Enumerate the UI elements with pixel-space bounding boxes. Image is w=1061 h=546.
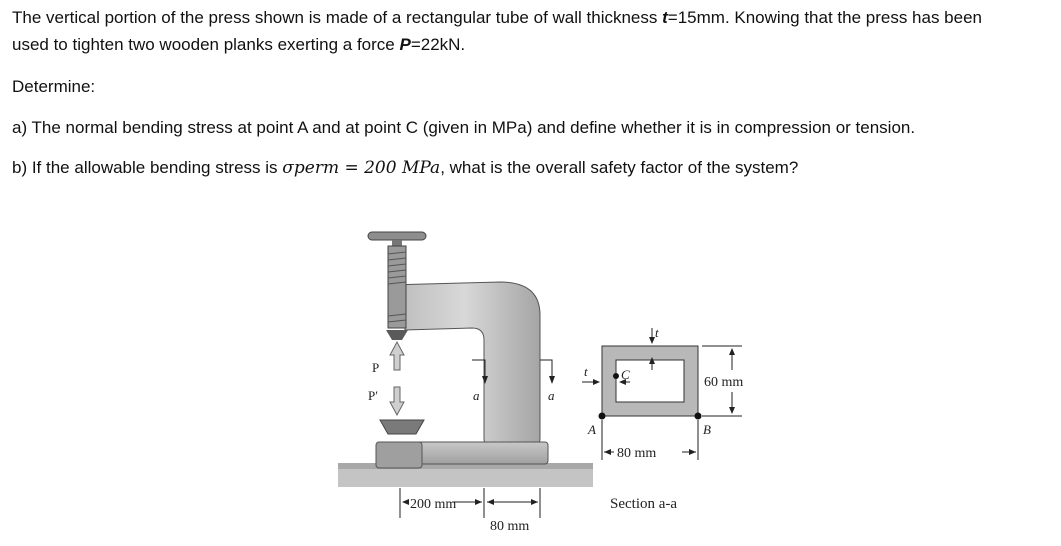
dimension-80mm-section: 80 mm bbox=[617, 446, 656, 461]
press-figure: P P′ a a 200 mm 80 mm t t C A B bbox=[338, 231, 743, 534]
force-label-P: P bbox=[372, 360, 379, 375]
dimension-80mm-bottom: 80 mm bbox=[490, 519, 529, 534]
point-C bbox=[613, 373, 619, 379]
question-a: a) The normal bending stress at point A … bbox=[12, 118, 916, 137]
point-A bbox=[598, 412, 606, 420]
section-cut-lines bbox=[472, 359, 553, 380]
section-caption: Section a-a bbox=[610, 496, 677, 512]
screw-assembly bbox=[367, 231, 427, 435]
question-b: b) If the allowable bending stress is σp… bbox=[12, 155, 798, 181]
intro-text: The vertical portion of the press shown … bbox=[12, 8, 663, 27]
thickness-label-top: t bbox=[655, 325, 659, 340]
thickness-symbol: t bbox=[662, 8, 668, 27]
section-label-a-right: a bbox=[548, 388, 555, 403]
label-C: C bbox=[621, 367, 630, 382]
cross-section bbox=[598, 345, 702, 420]
label-B: B bbox=[703, 422, 711, 437]
dimension-60mm: 60 mm bbox=[704, 375, 743, 390]
problem-statement-line2: used to tighten two wooden planks exerti… bbox=[12, 32, 465, 57]
point-B bbox=[694, 412, 702, 420]
press-frame bbox=[375, 281, 549, 469]
thickness-value: =15mm. Knowing that the press has been bbox=[667, 8, 982, 27]
section-label-a-left: a bbox=[473, 388, 480, 403]
dimension-200mm: 200 mm bbox=[410, 497, 456, 512]
force-value: =22kN. bbox=[410, 35, 466, 54]
intro-text-2: used to tighten two wooden planks exerti… bbox=[12, 35, 400, 54]
determine-heading: Determine: bbox=[12, 77, 96, 96]
label-A: A bbox=[587, 422, 596, 437]
question-b-end: , what is the overall safety factor of t… bbox=[440, 158, 799, 177]
allowable-stress: σperm = 200 MPa bbox=[282, 158, 441, 178]
question-b-text: b) If the allowable bending stress is bbox=[12, 158, 283, 177]
thickness-label-left: t bbox=[584, 364, 588, 379]
force-label-Pprime: P′ bbox=[368, 388, 378, 403]
problem-statement-line1: The vertical portion of the press shown … bbox=[12, 5, 982, 30]
force-symbol: P bbox=[399, 35, 411, 54]
force-arrows bbox=[389, 340, 405, 417]
